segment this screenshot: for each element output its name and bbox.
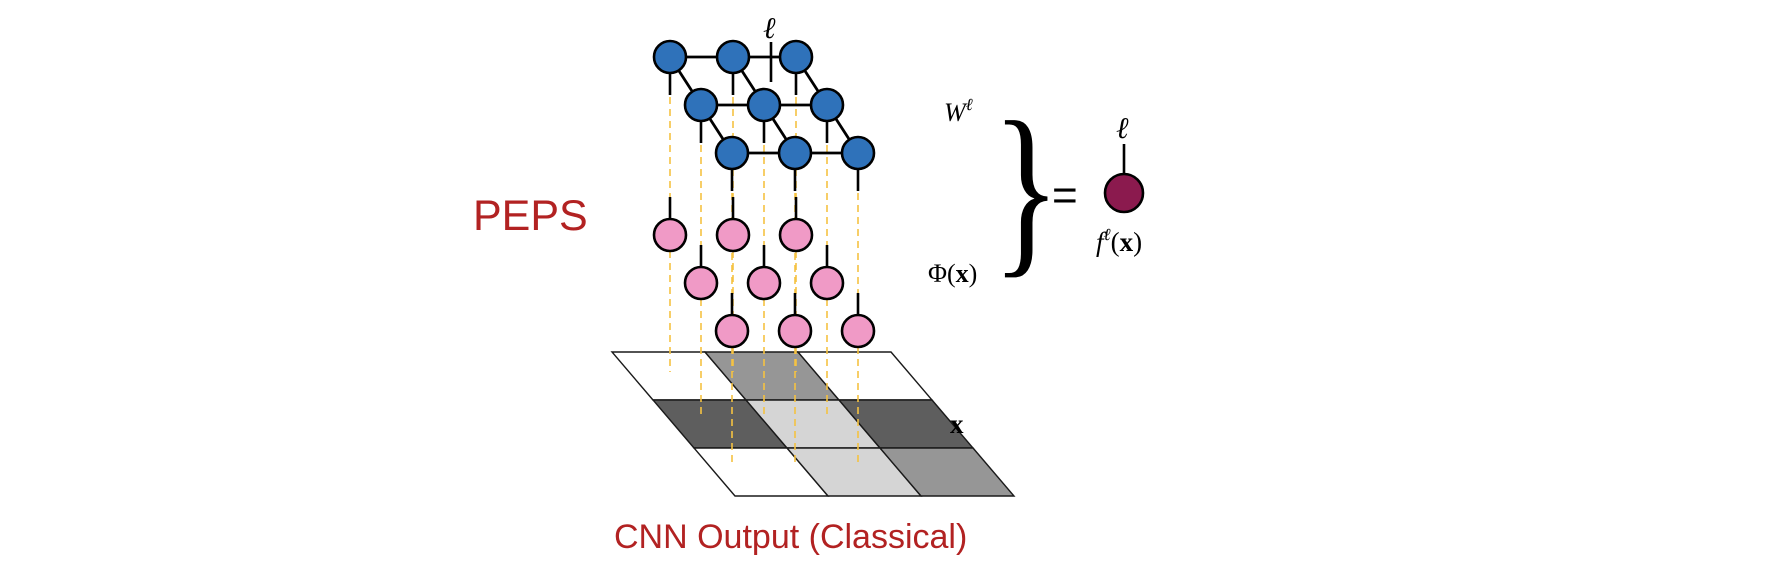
output-f-superscript: ℓ [1104,225,1111,244]
brace: } [992,83,1060,293]
output-f: f [1096,227,1107,257]
peps-output-index: ℓ [763,12,776,45]
output-index: ℓ [1116,112,1129,145]
grid-cell-r2-c2 [878,447,1016,497]
peps-nodes [652,39,876,171]
feature-node-r0-c2 [778,217,814,253]
output-x: x [1120,227,1134,257]
peps-node-r1-c0 [683,87,719,123]
cnn-output-label: CNN Output (Classical) [614,518,967,556]
feature-map-close: ) [969,259,978,288]
weight-superscript: ℓ [966,95,973,114]
equals-sign: = [1052,171,1078,220]
peps-node-r1-c2 [809,87,845,123]
physical-legs [668,73,860,315]
output-node [1103,172,1145,214]
feature-map-x: x [956,259,969,288]
peps-node-r2-c2 [840,135,876,171]
peps-node-r1-c1 [746,87,782,123]
peps-label: PEPS [473,192,588,240]
feature-node-r1-c0 [683,265,719,301]
output-label: fℓ(x) [1096,225,1142,257]
feature-node-r2-c2 [840,313,876,349]
feature-map-phi: Φ( [928,259,956,288]
feature-node-r2-c1 [777,313,813,349]
feature-map-label: Φ(x) [928,259,977,288]
output-paren-open: ( [1111,227,1120,257]
feature-map-nodes [652,217,876,349]
peps-node-r2-c1 [777,135,813,171]
cnn-output-grid [610,351,1016,497]
output-paren-close: ) [1133,227,1142,257]
feature-node-r1-c2 [809,265,845,301]
feature-node-r0-c1 [715,217,751,253]
weight-label: Wℓ [944,95,973,127]
peps-node-r2-c0 [714,135,750,171]
peps-node-r0-c1 [715,39,751,75]
feature-node-r1-c1 [746,265,782,301]
peps-node-r0-c0 [652,39,688,75]
feature-node-r0-c0 [652,217,688,253]
peps-node-r0-c2 [778,39,814,75]
weight-symbol: W [944,98,968,127]
input-x-label: x [950,409,964,439]
feature-node-r2-c0 [714,313,750,349]
